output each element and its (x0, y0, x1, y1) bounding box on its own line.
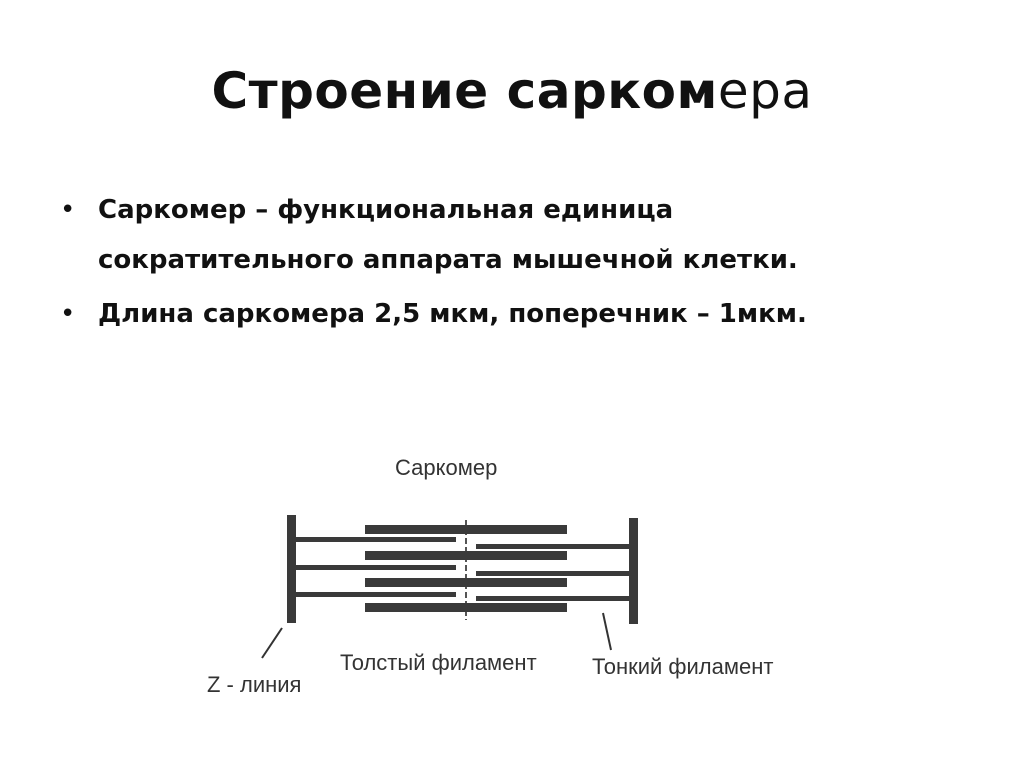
sarcomere-diagram: Саркомер Z - линия Толстый филамент Тонк… (207, 455, 773, 697)
z-line-left (287, 515, 296, 623)
thin-filament (476, 544, 629, 549)
thick-filament (365, 578, 567, 587)
bullet-text-line: Саркомер – функциональная единица (98, 195, 674, 225)
z-line-label: Z - линия (207, 672, 301, 697)
thick-filament (365, 603, 567, 612)
bullet-text-line: Длина саркомера 2,5 мкм, поперечник – 1м… (98, 299, 807, 329)
bullet-marker: • (60, 195, 76, 225)
slide-title-normal: ера (717, 62, 813, 120)
thick-filament-label: Толстый филамент (340, 650, 537, 675)
thin-filament (476, 571, 629, 576)
thin-filament (296, 537, 456, 542)
z-line-pointer (261, 627, 283, 659)
thin-filament (476, 596, 629, 601)
slide-title: Строение саркомера (0, 62, 1024, 120)
thick-filament (365, 551, 567, 560)
thin-filament (296, 565, 456, 570)
z-line-right (629, 518, 638, 624)
thin-filament-pointer (602, 612, 612, 651)
thick-filament (365, 525, 567, 534)
bullet-list: • Саркомер – функциональная единица сокр… (60, 185, 980, 343)
bullet-text-line: сократительного аппарата мышечной клетки… (98, 245, 798, 275)
bullet-item: • Длина саркомера 2,5 мкм, поперечник – … (60, 289, 980, 339)
sarcomere-label: Саркомер (395, 455, 497, 480)
thin-filament-label: Тонкий филамент (592, 654, 773, 679)
bullet-marker: • (60, 299, 76, 329)
slide-title-bold: Строение сарком (211, 62, 718, 120)
bullet-item: • Саркомер – функциональная единица сокр… (60, 185, 980, 285)
thin-filament (296, 592, 456, 597)
